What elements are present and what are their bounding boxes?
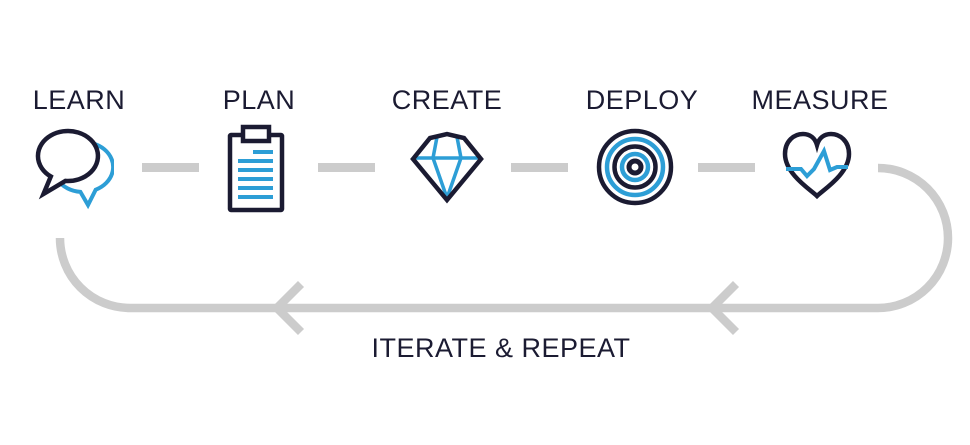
stage-label-measure: MEASURE: [751, 85, 889, 115]
stage-label-deploy: DEPLOY: [585, 85, 699, 115]
stage-label-learn: LEARN: [32, 85, 126, 115]
diamond-icon: [410, 131, 484, 204]
connector-dash: [142, 163, 199, 172]
connector-dash: [318, 163, 375, 172]
connector-dash: [511, 163, 568, 172]
speech-bubbles-icon: [35, 128, 114, 210]
arrowhead-left-icon: [270, 280, 305, 336]
target-icon: [596, 128, 674, 206]
arrowhead-right-icon: [705, 280, 740, 336]
stage-label-plan: PLAN: [222, 85, 296, 115]
clipboard-icon: [227, 124, 285, 213]
heart-pulse-icon: [782, 131, 852, 200]
iterate-repeat-label: ITERATE & REPEAT: [371, 333, 631, 363]
connector-dash: [698, 163, 755, 172]
stage-label-create: CREATE: [391, 85, 503, 115]
